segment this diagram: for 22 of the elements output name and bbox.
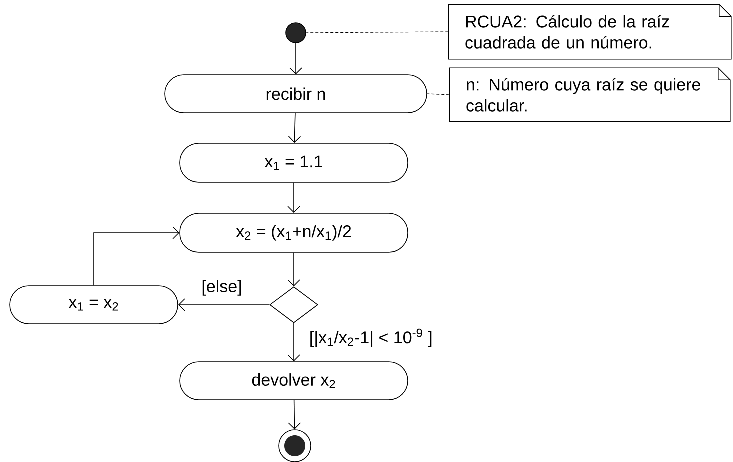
note: n: Número cuya raíz se quiere calcular. — [449, 67, 731, 122]
arrow — [288, 323, 300, 362]
action-box: x$_{1}$ = 1.1 — [180, 143, 408, 183]
action-box: recibir n — [164, 74, 428, 114]
arrow — [178, 298, 270, 312]
edge-label: [else] — [200, 279, 244, 297]
decision-diamond — [270, 286, 318, 324]
edge-label: [|x$_{1}$/x$_{2}$-1| < 10$^{-9}$ ] — [308, 328, 434, 348]
arrow — [288, 252, 300, 287]
action-box: x$_{2}$ = (x$_{1}$+n/x$_{1}$)/2 — [180, 213, 408, 253]
note: RCUA2: Cálculo de la raíz cuadrada de un número. — [448, 4, 732, 60]
arrow — [288, 400, 302, 430]
leader-line — [306, 32, 449, 34]
action-box: x$_{1}$ = x$_{2}$ — [10, 286, 178, 324]
arrow — [290, 43, 302, 75]
arrow — [288, 182, 300, 214]
start-node — [286, 22, 306, 44]
action-box: devolver x$_{2}$ — [180, 362, 408, 400]
end-node — [278, 430, 312, 462]
arrow — [288, 113, 302, 144]
leader-line — [427, 94, 450, 96]
arrow — [94, 226, 180, 286]
